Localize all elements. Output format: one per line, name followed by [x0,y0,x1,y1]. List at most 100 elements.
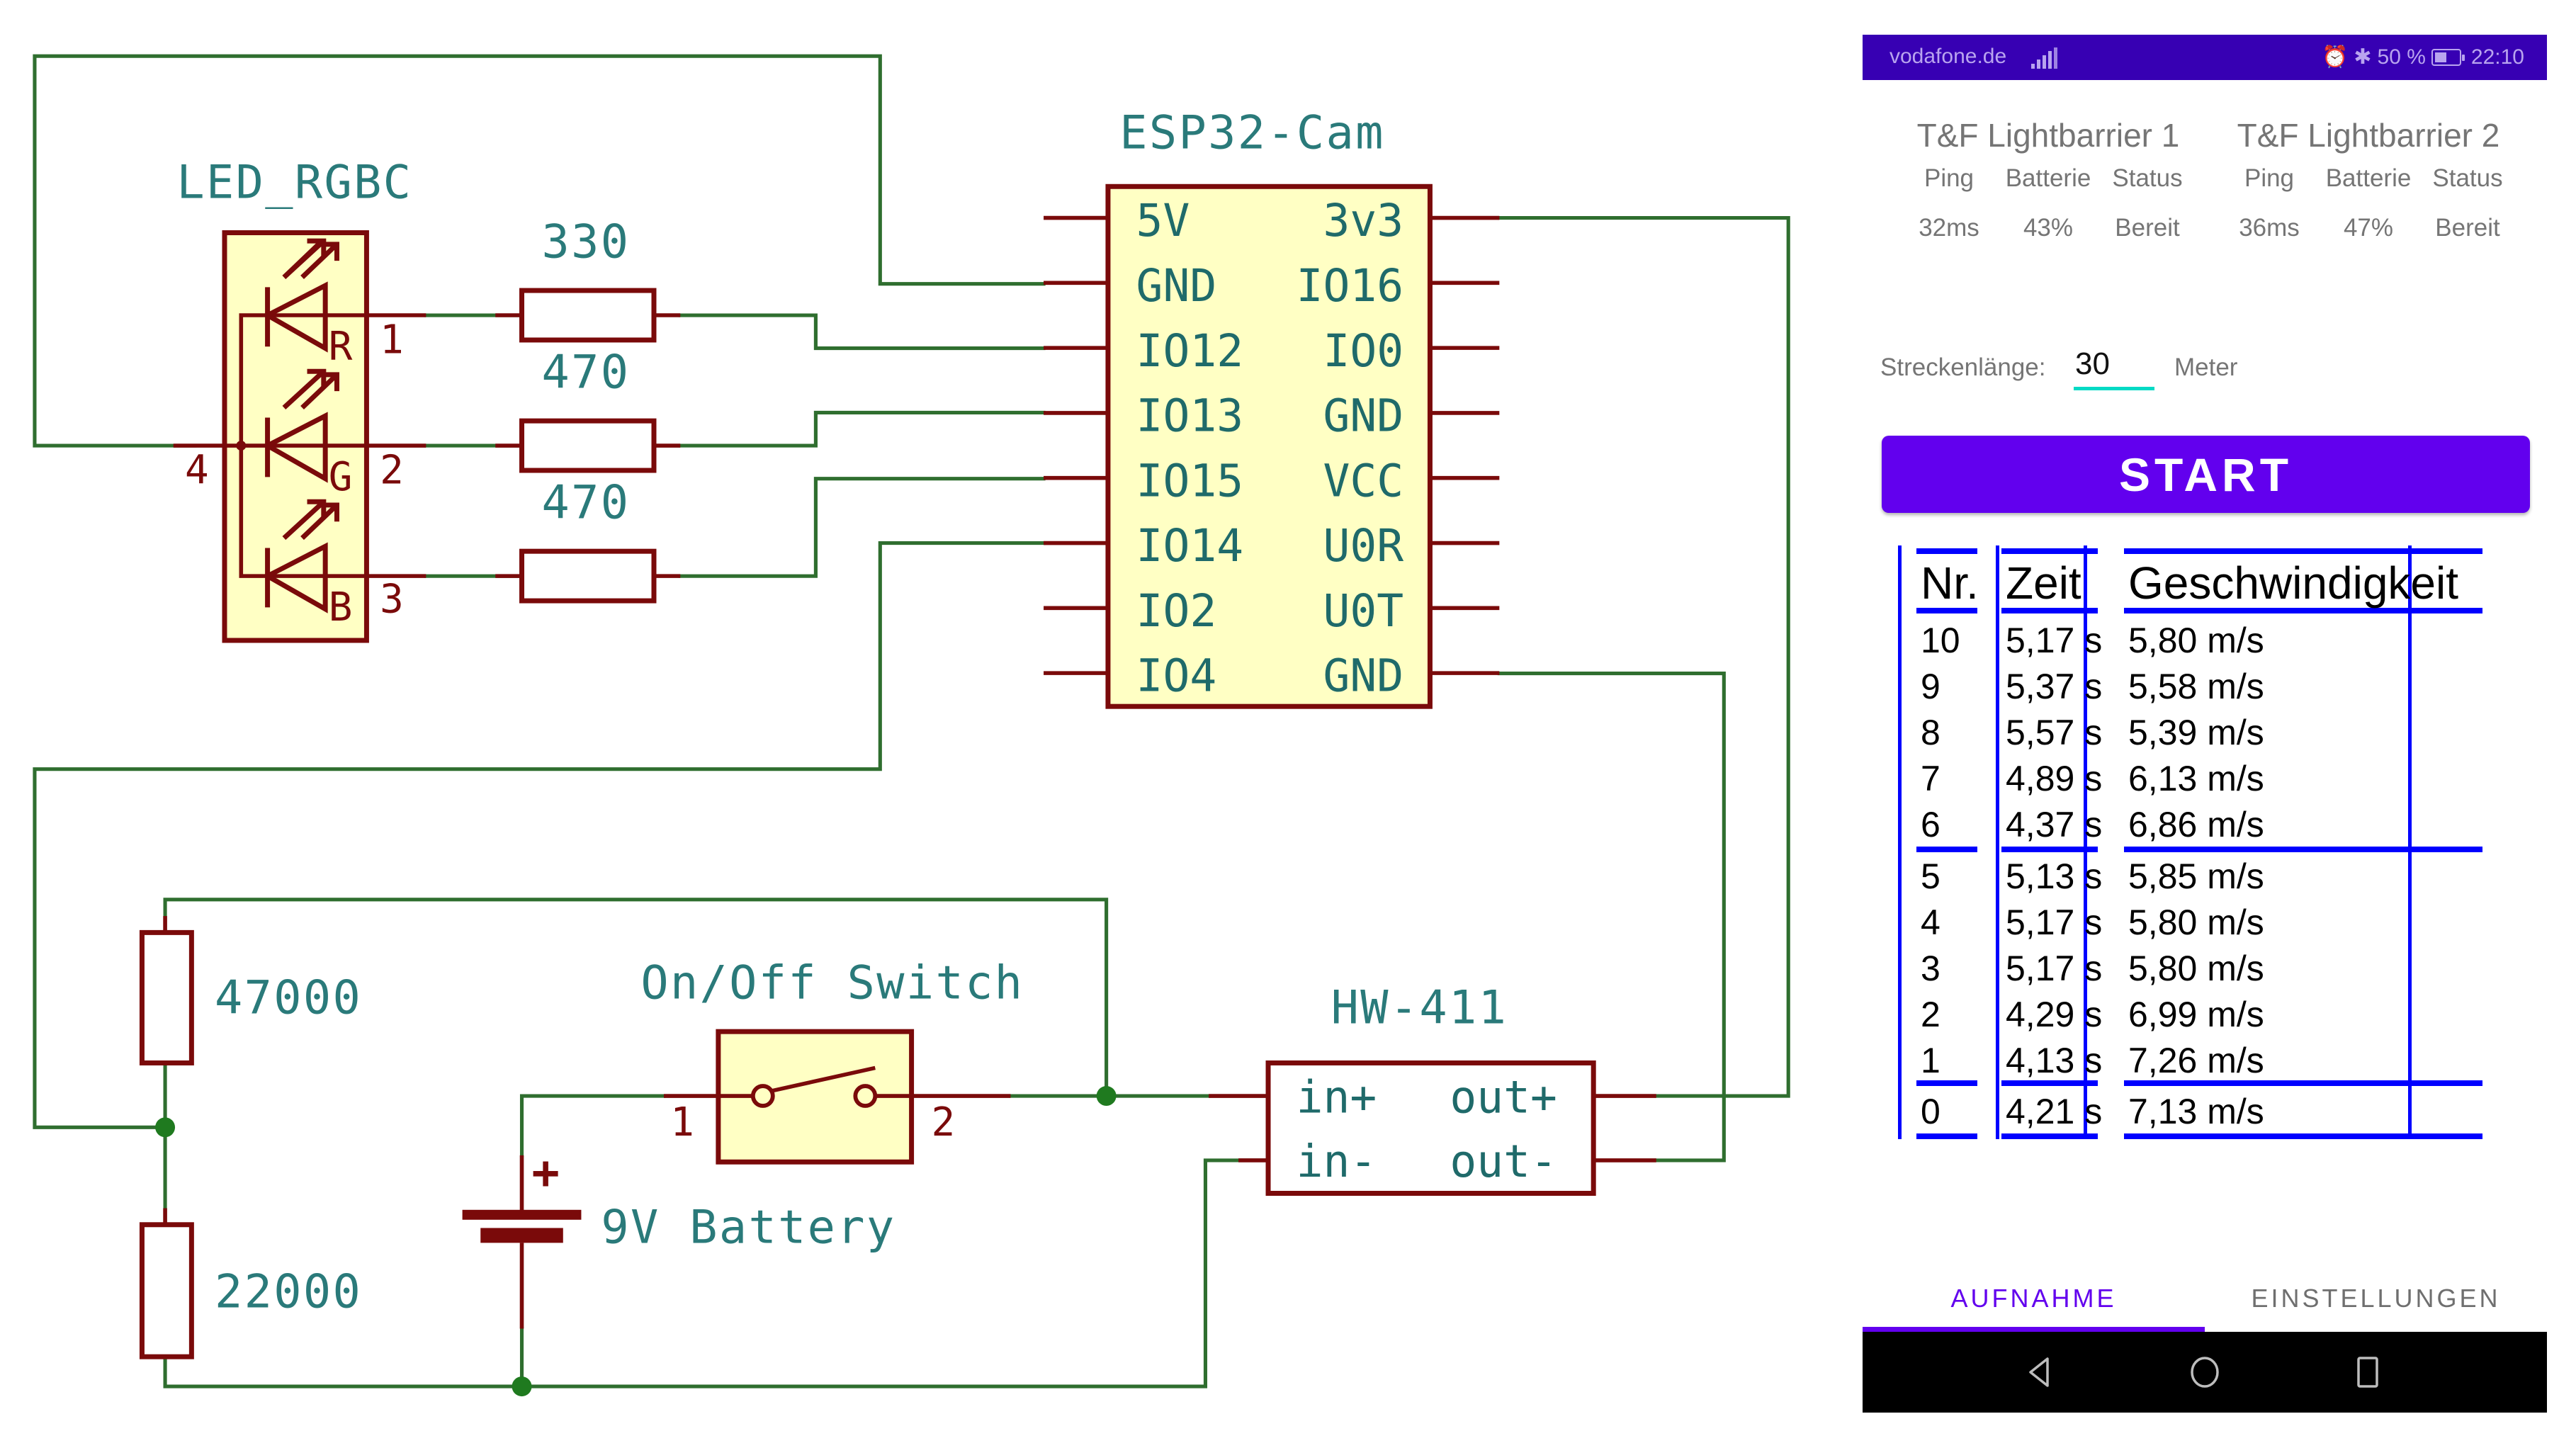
resistor-22k [139,1222,194,1359]
battery-icon [2431,48,2465,66]
esp32-pin-label-right: IO0 [1323,325,1404,377]
ping-header: Ping [2244,164,2295,192]
hw411-label: HW-411 [1331,981,1508,1035]
ping-header: Ping [1923,164,1975,192]
table-horizontal-line [1916,847,1977,852]
led-pin-number-4: 4 [185,448,209,494]
table-cell: 4,37 s [2006,805,2103,844]
led-diode-b-icon [262,499,339,613]
tab-einstellungen[interactable]: EINSTELLUNGEN [2251,1283,2501,1313]
table-cell: 7,26 m/s [2128,1041,2264,1080]
led-pin-number-1: 1 [380,317,404,363]
table-cell: 5,17 s [2006,949,2103,988]
carrier-name: vodafone.de [1889,45,2007,68]
ping-value: 32ms [1919,214,1979,242]
status-header: Status [2432,164,2503,192]
esp32-pin-label-right: U0R [1323,520,1404,572]
table-cell: 5 [1921,856,1941,896]
table-horizontal-line [2001,548,2098,554]
table-header-cell: Nr. [1921,558,1979,609]
table-horizontal-line [1916,608,1977,613]
esp32-pin-label-left: IO4 [1136,650,1217,702]
battery-plus-sign: + [532,1146,560,1200]
battery-value: 47% [2343,214,2394,242]
table-header-cell: Geschwindigkeit [2128,558,2458,609]
distance-row: Streckenlänge: 30 Meter [1880,346,2237,390]
status-value: Bereit [2435,214,2500,242]
table-cell: 4,21 s [2006,1092,2103,1131]
hw411-pin-out-plus: out+ [1450,1071,1557,1123]
lightbarrier-title: T&F Lightbarrier 2 [2237,117,2500,154]
hw411-pin-in-minus: in- [1297,1136,1377,1187]
resistor-b [519,548,657,604]
esp32-pin-label-left: IO15 [1136,455,1244,507]
table-vertical-line [2408,545,2412,1139]
status-value: Bereit [2115,214,2180,242]
esp32-pin-label-left: 5V [1136,195,1190,247]
table-horizontal-line [2124,548,2482,554]
battery-percent: 50 % [2377,45,2426,69]
led-diode-g-icon [262,368,339,483]
clock: 22:10 [2470,45,2524,69]
table-cell: 5,37 s [2006,667,2103,706]
table-cell: 5,13 s [2006,856,2103,896]
tab-aufnahme[interactable]: AUFNAHME [1950,1283,2117,1313]
switch-contact [853,1084,878,1108]
tab-bar: AUFNAHME EINSTELLUNGEN [1863,1266,2547,1330]
switch-label: On/Off Switch [640,956,1024,1010]
recents-icon[interactable] [2350,1354,2385,1390]
table-horizontal-line [2124,847,2482,852]
wire-io14-to-divider [33,541,1046,1129]
ping-value: 36ms [2239,214,2300,242]
battery-plate-positive [462,1209,582,1220]
esp32-pin-label-right: 3v3 [1323,195,1404,247]
led-channel-b: B [329,584,353,630]
hw411-pin-out-minus: out- [1450,1136,1557,1187]
bluetooth-icon: ✱ [2354,45,2372,69]
table-cell: 2 [1921,995,1941,1034]
on-off-switch: On/Off Switch 1 2 [640,956,1024,1165]
back-icon[interactable] [2023,1354,2059,1390]
resistor-g [519,418,657,473]
resistor-value-b: 470 [541,476,630,530]
table-cell: 7 [1921,759,1941,798]
distance-unit: Meter [2174,353,2238,381]
switch-pin-2: 2 [932,1099,956,1146]
distance-input[interactable]: 30 [2074,346,2154,390]
table-cell: 5,17 s [2006,621,2103,660]
distance-label: Streckenlänge: [1880,353,2046,381]
table-horizontal-line [2001,1080,2098,1086]
table-horizontal-line [2124,1080,2482,1086]
junction-dot [155,1117,176,1138]
wire-res330-to-io12 [678,313,1046,351]
status-right: ⏰ ✱ 50 % 22:10 [2322,45,2524,69]
lightbarrier-title: T&F Lightbarrier 1 [1916,117,2180,154]
status-header: Status [2112,164,2183,192]
table-cell: 1 [1921,1041,1941,1080]
esp32-pin-label-right: VCC [1323,455,1404,507]
table-cell: 5,85 m/s [2128,856,2264,896]
table-cell: 7,13 m/s [2128,1092,2264,1131]
battery-value: 43% [2023,214,2074,242]
start-button[interactable]: START [1882,436,2530,513]
switch-pin-1: 1 [670,1099,694,1146]
battery-plate-negative [480,1228,563,1243]
table-cell: 5,80 m/s [2128,949,2264,988]
wire-res470b-to-io15 [678,477,1046,578]
wire-gnd-to-outminus [1497,672,1726,1163]
table-cell: 8 [1921,713,1941,752]
table-cell: 4,13 s [2006,1041,2103,1080]
table-cell: 5,57 s [2006,713,2103,752]
table-cell: 4,89 s [2006,759,2103,798]
table-horizontal-line [1916,1133,1977,1139]
esp32-pin-label-left: IO14 [1136,520,1244,572]
home-icon[interactable] [2187,1354,2222,1390]
led-junction [236,441,247,451]
table-horizontal-line [1916,548,1977,554]
table-cell: 5,80 m/s [2128,621,2264,660]
wire-3v3-to-outplus [1497,215,1790,1098]
wire-battery-to-switch [519,1094,666,1158]
table-vertical-line [1996,545,1999,1139]
